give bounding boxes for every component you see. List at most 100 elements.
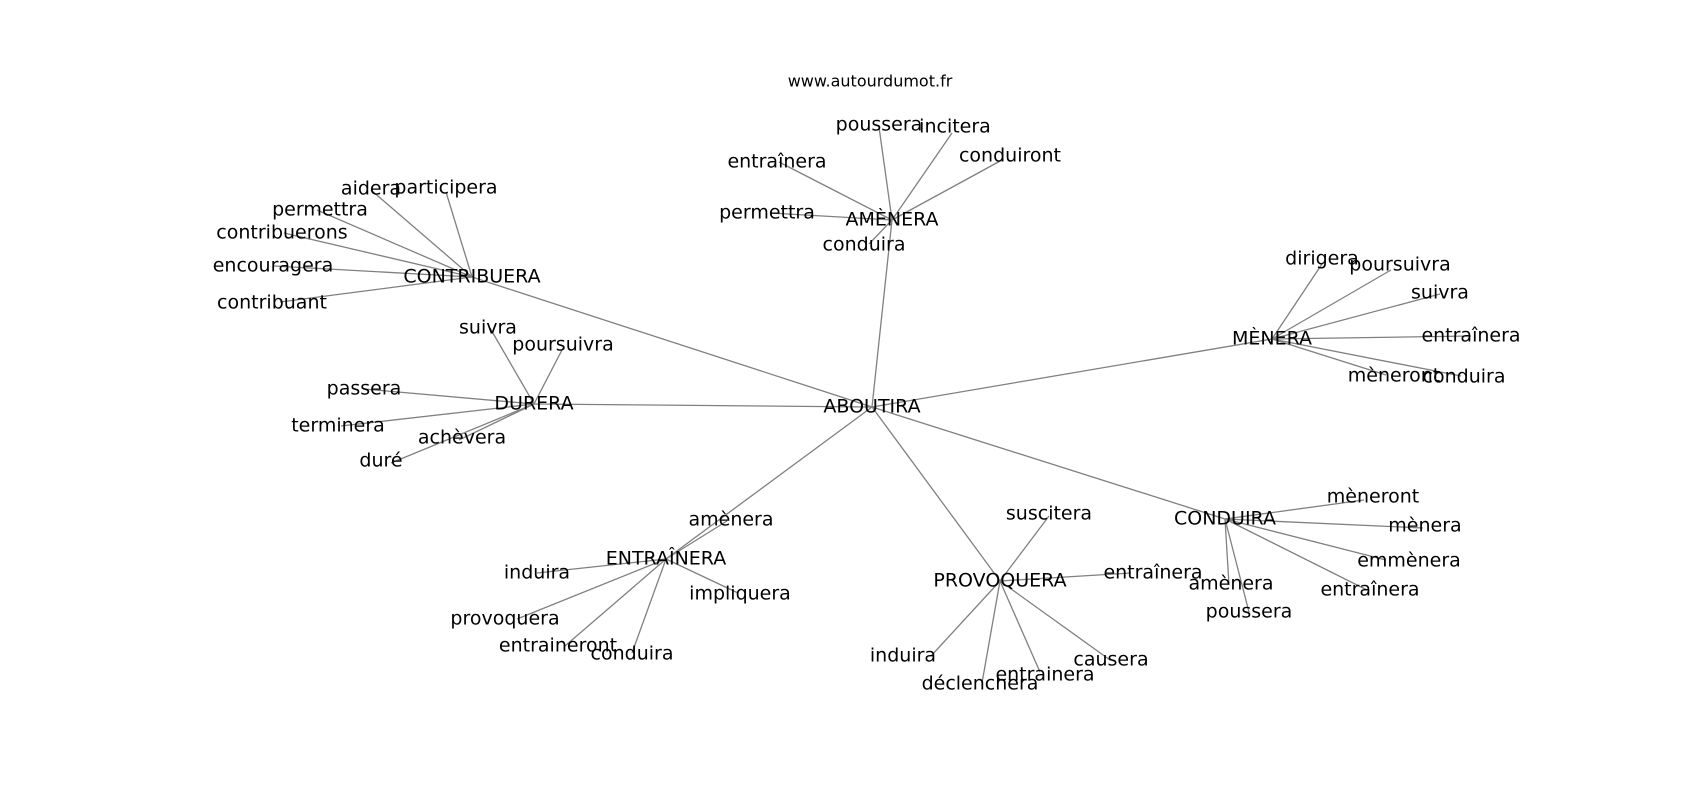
leaf-node-label: conduira [823,234,906,256]
leaf-node-label: provoquera [450,608,559,630]
leaf-node-label: entraînera [1103,562,1202,584]
leaf-node-label: causera [1073,649,1148,671]
leaf-node-label: encouragera [213,255,334,277]
leaf-node-label: déclenchera [922,673,1039,695]
edge-hub-to-leaf [1271,293,1441,340]
leaf-node-label: mènera [1388,515,1461,537]
leaf-node-label: participera [394,177,497,199]
edge-hub-to-leaf [533,347,564,405]
edge-hub-to-leaf [1224,518,1387,561]
edge-hub-to-leaf [999,580,1041,673]
edge-hub-to-leaf [370,189,473,278]
edge-hub-to-leaf [999,580,1111,661]
leaf-node-label: amènera [1188,573,1273,595]
edge-hub-to-leaf [778,161,893,221]
edge-hub-to-leaf [769,212,893,221]
edge-root-to-hub [871,338,1273,408]
leaf-node-label: suscitera [1006,503,1092,525]
leaf-node-label: entraînera [1320,579,1419,601]
leaf-node-label: suivra [1411,282,1469,304]
edge-hub-to-leaf [1224,518,1230,586]
hub-node-label: DURERA [494,393,573,415]
graph-labels: pousserainciteraconduirontentraîneraperm… [213,114,1521,695]
edge-hub-to-leaf [363,388,535,405]
edge-hub-to-leaf [1224,518,1424,529]
leaf-node-label: mèneront [1327,486,1419,508]
leaf-node-label: poursuivra [512,334,613,356]
edge-hub-to-leaf [536,558,667,574]
leaf-node-label: amènera [688,509,773,531]
leaf-node-label: dirigera [1285,248,1359,270]
edge-root-to-hub [871,406,1226,520]
source-watermark: www.autourdumot.fr [788,72,953,91]
edge-hub-to-leaf [273,265,473,278]
leaf-node-label: poussera [836,114,923,136]
leaf-node-label: achèvera [418,427,506,449]
leaf-node-label: conduira [1423,366,1506,388]
edge-hub-to-leaf [868,219,893,245]
edge-hub-to-leaf [458,403,535,441]
leaf-node-label: conduiront [959,145,1061,167]
leaf-node-label: entraînera [727,151,826,173]
leaf-node-label: aidera [341,178,401,200]
edge-hub-to-leaf [999,515,1050,582]
leaf-node-label: duré [359,450,402,472]
hub-node-label: AMÈNERA [845,208,938,231]
leaf-node-label: poussera [1206,601,1293,623]
edge-hub-to-leaf [489,327,535,405]
edge-root-to-hub [871,219,893,408]
edge-hub-to-leaf [665,558,739,594]
leaf-node-label: suivra [459,317,517,339]
edge-hub-to-leaf [1271,335,1472,340]
edge-hub-to-leaf [445,191,473,278]
edge-hub-to-leaf [516,558,667,620]
edge-hub-to-leaf [665,520,728,560]
edge-hub-to-leaf [930,580,1001,657]
edge-hub-to-leaf [878,126,893,221]
leaf-node-label: entraineront [499,635,617,657]
edge-root-to-hub [871,406,1001,582]
leaf-node-label: induira [870,645,936,667]
edge-hub-to-leaf [1271,263,1323,340]
hub-node-label: ENTRAÎNERA [606,547,727,570]
edge-hub-to-leaf [1271,338,1462,377]
edge-hub-to-leaf [316,209,473,278]
leaf-node-label: terminera [291,415,385,437]
leaf-node-label: impliquera [689,583,791,605]
edge-hub-to-leaf [891,159,1003,221]
leaf-node-label: permettra [272,199,368,221]
edge-hub-to-leaf [1271,269,1392,340]
leaf-node-label: entraînera [1421,325,1520,347]
root-node-label: ABOUTIRA [823,396,920,418]
leaf-node-label: conduira [591,643,674,665]
edge-root-to-hub [471,276,873,408]
graph-edges [273,126,1472,684]
edge-hub-to-leaf [999,572,1132,582]
hub-node-label: MÈNERA [1232,327,1312,350]
edge-hub-to-leaf [631,558,667,654]
edge-hub-to-leaf [340,403,535,427]
leaf-node-label: poursuivra [1349,254,1450,276]
edge-hub-to-leaf [1224,518,1368,591]
hub-node-label: CONTRIBUERA [403,266,540,288]
edge-root-to-hub [533,403,873,408]
leaf-node-label: contribuerons [216,222,347,244]
hub-node-label: CONDUIRA [1174,508,1276,530]
leaf-node-label: induira [504,562,570,584]
leaf-node-label: passera [327,378,402,400]
edge-root-to-hub [665,406,873,560]
leaf-node-label: mèneront [1348,365,1440,387]
edge-hub-to-leaf [283,232,473,278]
leaf-node-label: incitera [919,116,991,138]
edge-hub-to-leaf [1271,338,1387,376]
edge-hub-to-leaf [891,132,953,221]
edge-hub-to-leaf [564,558,667,647]
hub-node-label: PROVOQUERA [933,570,1066,592]
leaf-node-label: contribuant [217,292,327,314]
leaf-node-label: emmènera [1357,550,1461,572]
leaf-node-label: entrainera [995,664,1094,686]
edge-hub-to-leaf [1224,499,1365,520]
edge-hub-to-leaf [1224,518,1250,613]
edge-hub-to-leaf [390,403,535,464]
